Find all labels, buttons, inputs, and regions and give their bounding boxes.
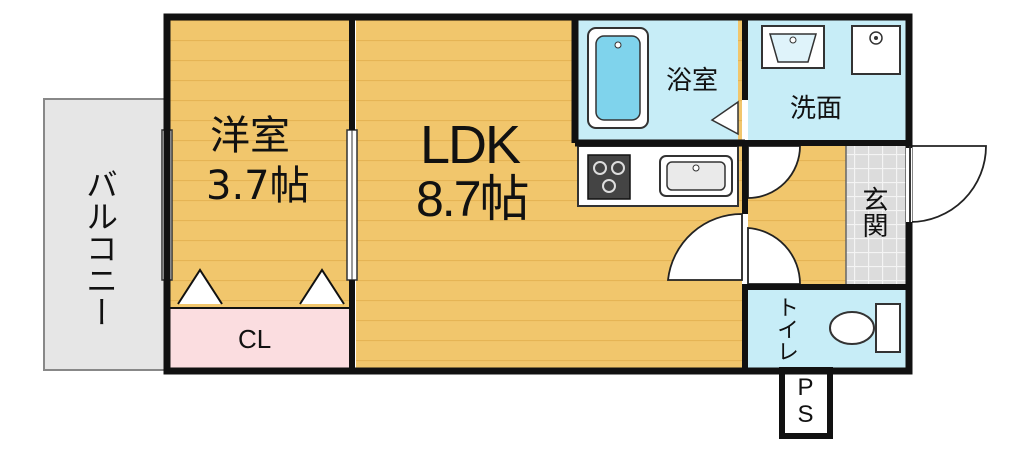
entrance-label: 玄関 (858, 186, 888, 238)
toilet-bowl-icon (829, 311, 875, 345)
bath-label: 浴室 (666, 66, 719, 96)
western-room-floor (170, 20, 350, 308)
ldk-size: 8.7帖 (416, 171, 530, 227)
washing-machine-icon (851, 25, 901, 75)
closet-area (170, 308, 350, 368)
closet-label: CL (238, 324, 272, 354)
entrance-door-swing (909, 145, 987, 223)
bath-door (710, 100, 739, 136)
entrance-area (846, 146, 906, 284)
balcony-label: バルコニー (81, 168, 119, 328)
ldk-door-swing (666, 213, 743, 281)
closet-door-left (177, 268, 223, 305)
wash-door-swing (747, 145, 801, 199)
toilet-label: トイレ (773, 296, 798, 362)
washroom-label: 洗面 (790, 94, 843, 124)
stove-icon (587, 154, 631, 200)
closet-door-right (299, 268, 345, 305)
ldk-label: LDK (420, 115, 521, 175)
toilet-tank (875, 303, 901, 353)
western-room-label: 洋室 (210, 113, 290, 159)
balcony-area (43, 98, 167, 371)
western-room-size: 3.7帖 (206, 163, 310, 209)
toilet-door-swing (747, 227, 801, 285)
ps-label: PS (792, 374, 819, 428)
